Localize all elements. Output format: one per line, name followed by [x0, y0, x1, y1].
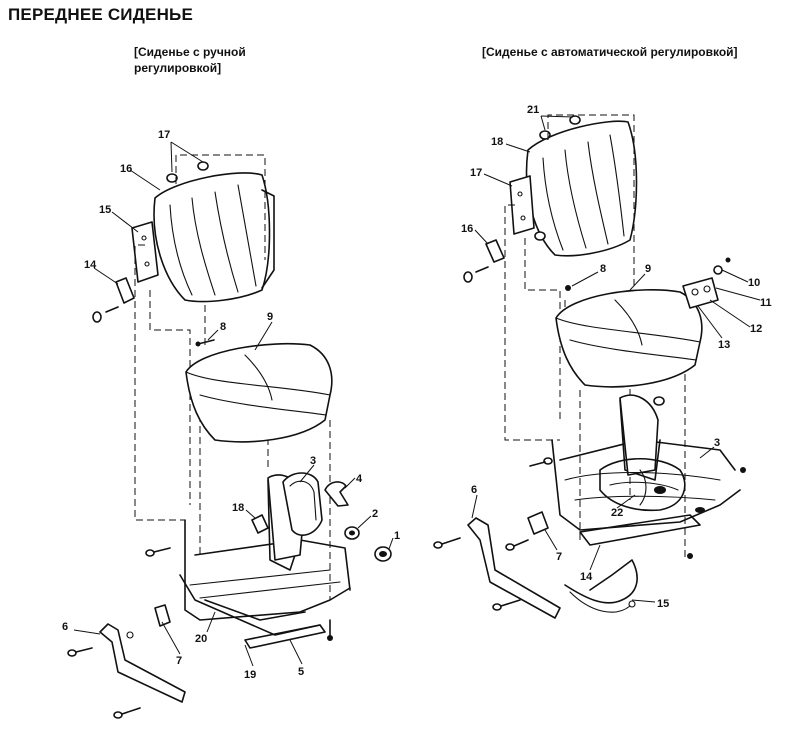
- callout-r-9: 9: [645, 263, 651, 275]
- power-seat-backrest: [525, 115, 638, 257]
- power-seat-assembly: [433, 114, 746, 619]
- power-seat-cushion: [555, 289, 703, 388]
- power-seat-frame: [551, 394, 741, 546]
- callout-r-18: 22: [611, 507, 623, 519]
- callout-l-8: 8: [220, 321, 226, 333]
- callout-r-17: 21: [527, 104, 539, 116]
- manual-side-cover: [99, 623, 186, 703]
- callout-labels: 17 16 15 14 9 8 3 4 2 1 18 6 7 20 19 5 2…: [62, 104, 772, 681]
- callout-l-3: 3: [310, 455, 316, 467]
- callout-l-6: 6: [62, 621, 68, 633]
- manual-lever: [324, 481, 349, 507]
- power-backrest-bracket: [509, 175, 535, 235]
- callout-l-1: 1: [394, 530, 400, 542]
- callout-l-20: 20: [195, 633, 207, 645]
- manual-seat-frame: [179, 474, 351, 649]
- power-seat-harness: [564, 559, 638, 604]
- callout-r-14: 16: [461, 223, 473, 235]
- callout-leaders: [73, 115, 761, 667]
- manual-seat-backrest: [153, 161, 275, 303]
- callout-r-8: 8: [600, 263, 606, 275]
- callout-r-3: 3: [714, 437, 720, 449]
- power-side-cover: [467, 517, 561, 619]
- power-hinge-cover: [485, 239, 505, 263]
- manual-backrest-bracket: [131, 221, 159, 283]
- callout-r-15: 17: [470, 167, 482, 179]
- callout-l-18: 18: [232, 502, 244, 514]
- callout-r-16: 18: [491, 136, 503, 148]
- manual-seat-assembly: [67, 154, 392, 719]
- manual-hinge-cover: [115, 277, 135, 304]
- callout-l-9: 9: [267, 311, 273, 323]
- callout-r-13: 13: [718, 339, 730, 351]
- callout-r-7: 7: [556, 551, 562, 563]
- callout-r-11: 11: [760, 297, 772, 309]
- callout-r-6: 6: [471, 484, 477, 496]
- callout-l-2: 2: [372, 508, 378, 520]
- manual-seat-cushion: [185, 342, 333, 443]
- callout-l-14: 14: [84, 259, 97, 271]
- callout-l-4: 4: [356, 473, 363, 485]
- callout-l-17: 17: [158, 129, 170, 141]
- callout-r-12: 12: [750, 323, 762, 335]
- callout-l-5: 5: [298, 666, 304, 678]
- caption-auto-seat: [Сиденье с автоматической регулировкой]: [482, 45, 738, 59]
- callout-l-7: 7: [176, 655, 182, 667]
- page-title: ПЕРЕДНЕЕ СИДЕНЬЕ: [8, 5, 194, 24]
- callout-l-19: 19: [244, 669, 256, 681]
- callout-l-15: 15: [99, 204, 111, 216]
- callout-r-21: 15: [657, 598, 669, 610]
- callout-r-22: 14: [580, 571, 593, 583]
- power-seat-switch: [682, 257, 731, 309]
- power-seat-motor: [599, 457, 705, 559]
- caption-manual-seat: [Сиденье с ручной регулировкой]: [134, 45, 246, 75]
- callout-l-16: 16: [120, 163, 132, 175]
- callout-r-10: 10: [748, 277, 760, 289]
